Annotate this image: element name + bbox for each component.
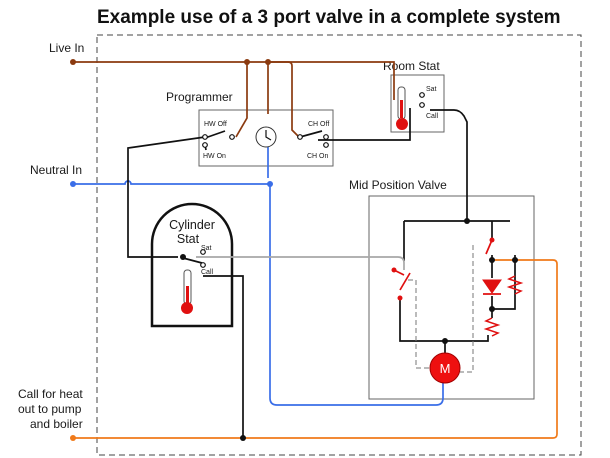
- terminal-contacts: [200, 92, 425, 268]
- ch-switch-blade: [299, 130, 323, 138]
- valve-switch-b-blade: [399, 272, 411, 291]
- cylinder-stat-label-1: Cylinder: [169, 218, 215, 232]
- valve-link-right: [460, 245, 474, 373]
- valve-motor-icon: [429, 352, 461, 384]
- ch-on-to-room-stat-wire: [318, 108, 411, 141]
- motor-label: M: [440, 361, 451, 376]
- valve-right-link: [492, 255, 516, 310]
- valve-switch-c-blade: [485, 239, 493, 255]
- diagram-title: Example use of a 3 port valve in a compl…: [97, 7, 561, 28]
- system-enclosure: [96, 34, 582, 456]
- valve-mechanical-links: [408, 245, 474, 373]
- valve-top-drops: [403, 221, 493, 261]
- programmer-label: Programmer: [166, 90, 233, 104]
- clock-hands-icon: [265, 130, 272, 141]
- live-wires: [73, 61, 395, 138]
- room-stat-label: Room Stat: [383, 59, 440, 73]
- hw-on-label: HW On: [203, 153, 226, 160]
- cylinder-switch-blade: [182, 257, 203, 264]
- neutral-in-label: Neutral In: [30, 163, 82, 177]
- junction-dots: [70, 59, 518, 441]
- mid-position-valve-label: Mid Position Valve: [349, 178, 447, 192]
- cylinder-stat-label-2: Stat: [177, 232, 200, 246]
- live-main-wire: [73, 61, 395, 100]
- hw-switch-blade: [204, 130, 226, 139]
- room-sat-label: Sat: [426, 86, 437, 93]
- switched-wires: [127, 108, 516, 438]
- call-for-heat-label-2: out to pump: [18, 402, 82, 416]
- cylinder-sat-label: Sat: [201, 245, 212, 252]
- valve-resistor-lower-icon: [483, 317, 501, 337]
- hw-on-to-cylinder-wire: [127, 136, 206, 258]
- cylinder-call-wire: [203, 275, 244, 438]
- live-to-ch-switch: [268, 61, 300, 138]
- room-stat-thermometer-icon: [396, 86, 408, 130]
- ch-on-label: CH On: [307, 153, 329, 160]
- ch-off-label: CH Off: [308, 121, 329, 128]
- cylinder-stat-housing: [150, 202, 234, 328]
- satisfied-wire: [196, 256, 405, 270]
- cylinder-call-label: Call: [201, 269, 214, 276]
- valve-resistor-right-icon: [506, 275, 524, 295]
- call-for-heat-label-3: and boiler: [30, 417, 83, 431]
- call-for-heat-label-1: Call for heat: [18, 387, 83, 401]
- room-call-label: Call: [426, 113, 439, 120]
- live-to-hw-switch: [235, 62, 248, 138]
- valve-link-left: [408, 279, 430, 369]
- call-for-heat-wire: [73, 259, 558, 439]
- live-in-label: Live In: [49, 41, 84, 55]
- diode-icon: [482, 279, 502, 294]
- room-call-to-valve-wire: [430, 109, 468, 221]
- hw-off-label: HW Off: [204, 121, 227, 128]
- cylinder-stat-thermometer-icon: [181, 269, 193, 314]
